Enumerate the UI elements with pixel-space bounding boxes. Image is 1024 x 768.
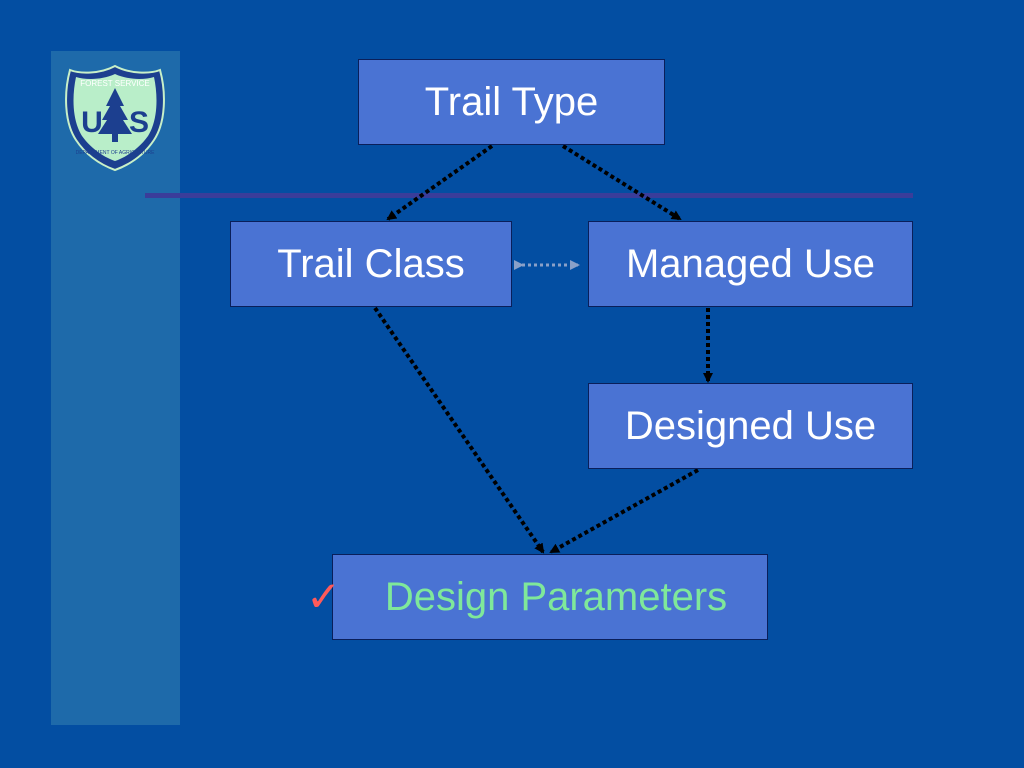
node-trail-class: Trail Class	[230, 221, 512, 307]
node-trail-class-label: Trail Class	[277, 241, 465, 286]
arrow-trail-class-to-design-parameters	[373, 306, 545, 554]
node-design-parameters-label: Design Parameters	[384, 574, 728, 619]
node-trail-type-label: Trail Type	[424, 79, 599, 124]
arrow-designed-use-to-design-parameters	[549, 468, 699, 554]
svg-text:FOREST SERVICE: FOREST SERVICE	[80, 79, 150, 88]
check-mark-icon: ✓	[306, 572, 342, 621]
node-design-parameters: Design Parameters	[332, 554, 768, 640]
node-designed-use-label: Designed Use	[624, 403, 877, 448]
forest-service-shield-logo: U S FOREST SERVICE DEPARTMENT OF AGRICUL…	[65, 64, 165, 172]
arrow-trail-type-to-trail-class	[386, 144, 494, 221]
node-managed-use: Managed Use	[588, 221, 913, 307]
svg-text:U: U	[81, 106, 103, 139]
node-designed-use: Designed Use	[588, 383, 913, 469]
node-managed-use-label: Managed Use	[625, 241, 876, 286]
arrow-trail-type-to-managed-use	[561, 144, 682, 221]
node-trail-type: Trail Type	[358, 59, 665, 145]
svg-text:S: S	[129, 106, 149, 139]
header-divider-rule	[145, 193, 913, 198]
svg-text:DEPARTMENT OF AGRICULTURE: DEPARTMENT OF AGRICULTURE	[76, 150, 155, 156]
